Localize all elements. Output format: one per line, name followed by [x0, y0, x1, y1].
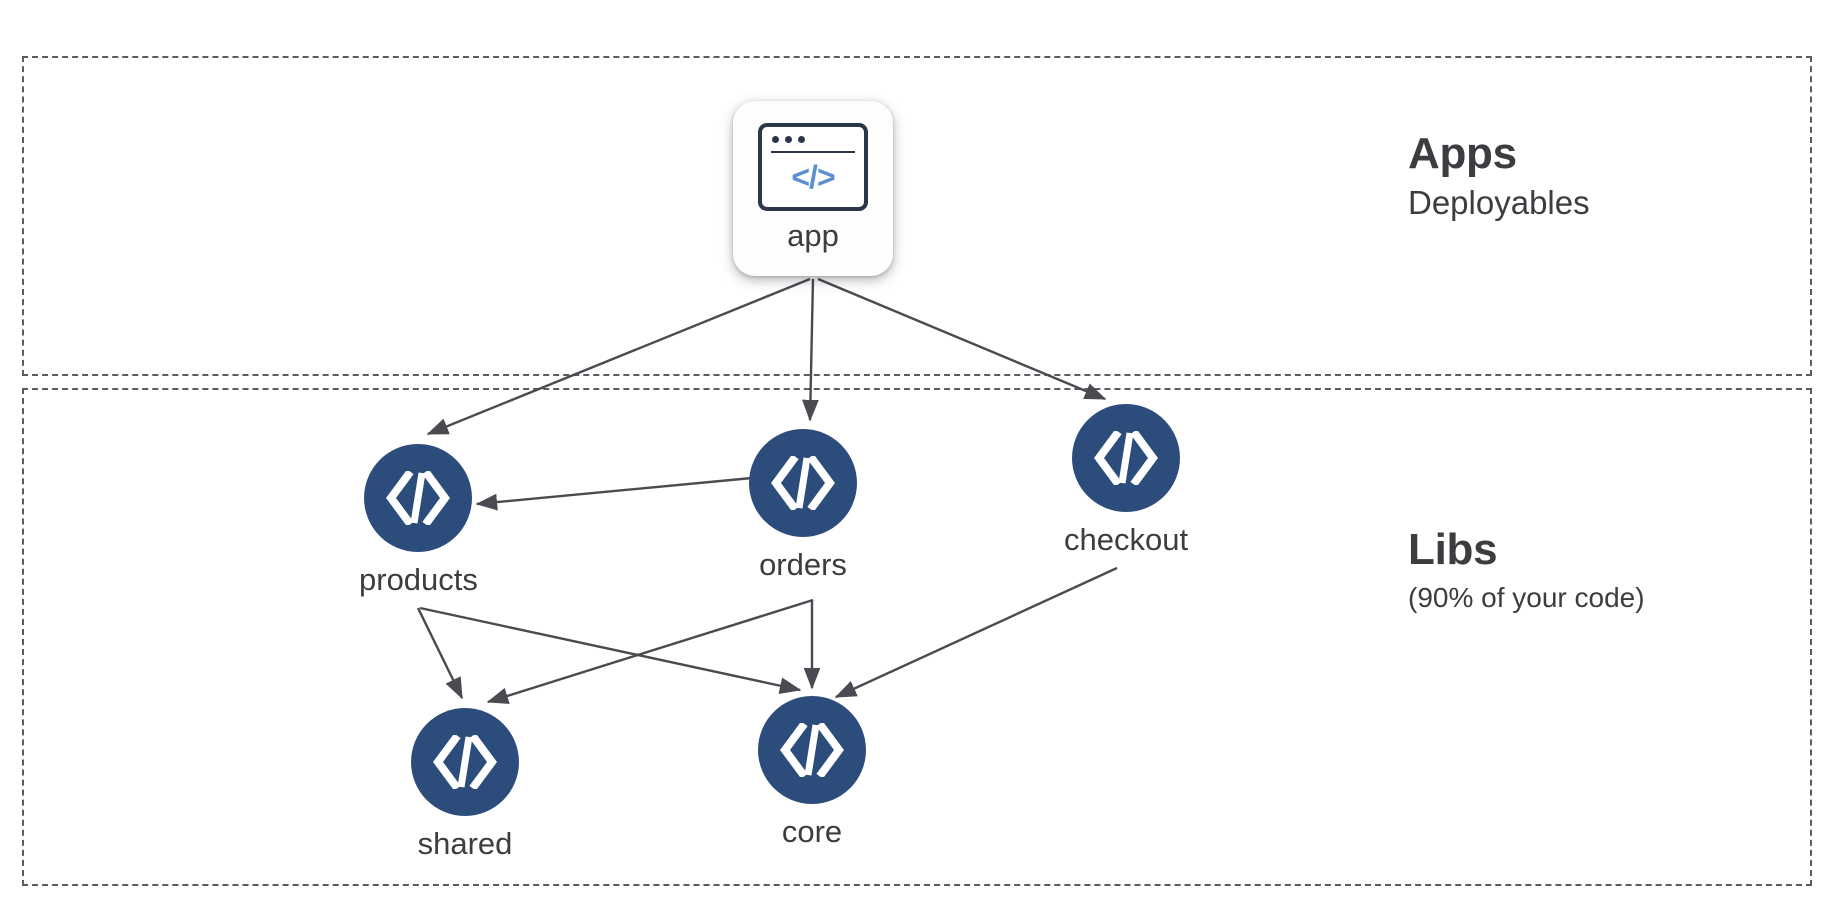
node-products[interactable]: products — [359, 444, 478, 598]
code-brackets-icon — [749, 429, 857, 537]
code-brackets-icon — [364, 444, 473, 552]
region-libs-subtitle: (90% of your code) — [1408, 581, 1645, 613]
node-products-label: products — [359, 562, 478, 597]
code-brackets-icon — [1072, 404, 1181, 512]
node-shared-label: shared — [417, 826, 513, 861]
region-libs — [22, 388, 1812, 886]
node-checkout[interactable]: checkout — [1064, 404, 1188, 558]
code-brackets-icon — [758, 696, 866, 804]
node-app[interactable]: </> app — [733, 101, 893, 276]
code-brackets-glyph: </> — [791, 159, 835, 195]
node-shared[interactable]: shared — [411, 708, 519, 862]
node-orders-label: orders — [759, 547, 847, 582]
window-rule — [771, 151, 855, 153]
node-core[interactable]: core — [758, 696, 866, 850]
region-libs-title: Libs — [1408, 525, 1498, 574]
region-apps-subtitle: Deployables — [1408, 183, 1590, 221]
node-orders[interactable]: orders — [749, 429, 857, 583]
region-apps-caption: Apps Deployables — [1408, 128, 1590, 223]
node-core-label: core — [781, 814, 843, 849]
window-dots-icon — [772, 136, 805, 143]
node-app-label: app — [787, 218, 839, 253]
code-brackets-icon — [411, 708, 519, 816]
region-libs-caption: Libs (90% of your code) — [1408, 524, 1645, 614]
region-apps-title: Apps — [1408, 129, 1517, 178]
code-window-icon: </> — [758, 123, 868, 211]
node-checkout-label: checkout — [1064, 522, 1189, 557]
